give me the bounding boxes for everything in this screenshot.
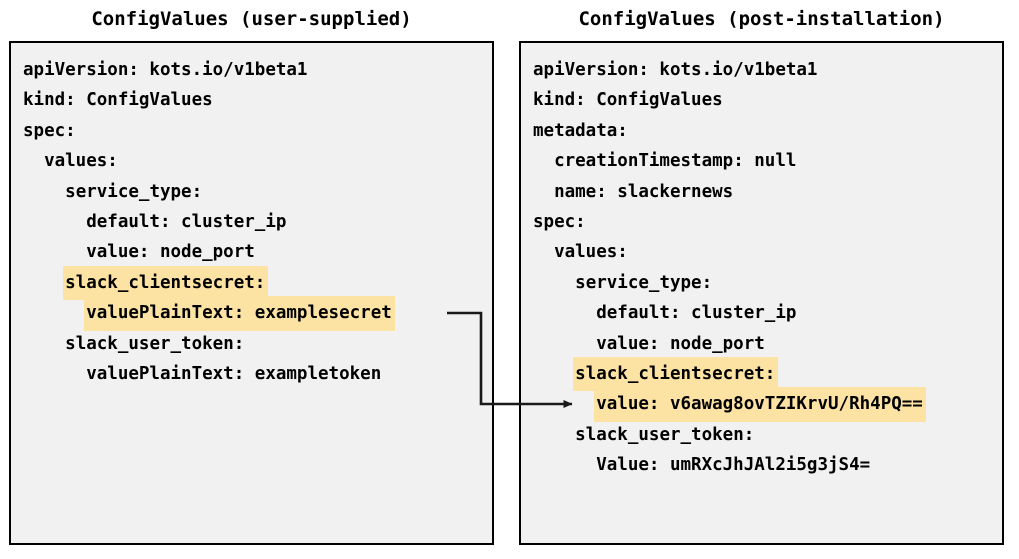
code-indent xyxy=(21,235,89,269)
code-indent xyxy=(531,418,578,452)
code-line: valuePlainText: exampletoken xyxy=(11,357,492,387)
code-line: value: node_port xyxy=(521,327,1002,357)
code-indent xyxy=(21,266,68,300)
code-text: kind: ConfigValues xyxy=(23,90,213,111)
code-line: spec: xyxy=(11,114,492,144)
highlighted-code-text: slack_clientsecret: xyxy=(63,265,269,301)
code-text: apiVersion: kots.io/v1beta1 xyxy=(533,60,818,80)
code-text: values: xyxy=(554,242,628,263)
code-text: apiVersion: kots.io/v1beta1 xyxy=(23,60,308,80)
code-line: default: cluster_ip xyxy=(11,205,492,235)
code-text: service_type: xyxy=(65,181,203,202)
left-panel-title: ConfigValues (user-supplied) xyxy=(91,8,412,30)
left-config-values-panel: apiVersion: kots.io/v1beta1 kind: ConfigV… xyxy=(9,41,494,545)
code-text: slack_user_token: xyxy=(65,333,245,354)
code-indent xyxy=(21,327,68,361)
code-indent xyxy=(21,296,89,330)
code-text: spec: xyxy=(23,120,76,141)
code-text: values: xyxy=(44,151,118,172)
code-indent xyxy=(21,205,89,239)
code-line: kind: ConfigValues xyxy=(521,83,1002,113)
code-line: service_type: xyxy=(11,175,492,205)
code-text: kind: ConfigValues xyxy=(533,90,723,111)
code-line: slack_clientsecret: xyxy=(11,265,492,301)
code-line: name: slackernews xyxy=(521,175,1002,205)
code-indent xyxy=(531,266,578,300)
highlighted-code-text: slack_clientsecret: xyxy=(573,356,779,392)
code-text: value: node_port xyxy=(86,242,255,263)
code-text: creationTimestamp: null xyxy=(554,151,797,172)
code-text: default: cluster_ip xyxy=(86,211,287,232)
code-text: Value: umRXcJhJAl2i5g3jS4= xyxy=(596,455,871,476)
code-indent xyxy=(531,448,599,482)
code-text: metadata: xyxy=(533,120,628,141)
left-code-block: apiVersion: kots.io/v1beta1 kind: ConfigV… xyxy=(11,53,492,387)
code-indent xyxy=(21,357,89,391)
code-line: value: node_port xyxy=(11,235,492,265)
code-line: metadata: xyxy=(521,114,1002,144)
highlighted-code-text: valuePlainText: examplesecret xyxy=(84,296,395,331)
code-indent xyxy=(21,175,68,209)
code-line: apiVersion: kots.io/v1beta1 xyxy=(521,53,1002,83)
code-text: slack_user_token: xyxy=(575,424,755,445)
code-line: valuePlainText: examplesecret xyxy=(11,296,492,331)
code-line: Value: umRXcJhJAl2i5g3jS4= xyxy=(521,448,1002,478)
code-text: valuePlainText: exampletoken xyxy=(86,363,382,384)
right-config-values-panel: apiVersion: kots.io/v1beta1 kind: ConfigV… xyxy=(519,41,1004,545)
right-code-block: apiVersion: kots.io/v1beta1 kind: ConfigV… xyxy=(521,53,1002,478)
code-line: slack_user_token: xyxy=(521,418,1002,448)
code-indent xyxy=(531,296,599,330)
code-indent xyxy=(531,327,599,361)
code-text: service_type: xyxy=(575,272,713,293)
code-text: name: slackernews xyxy=(554,181,734,202)
code-text: value: node_port xyxy=(596,333,765,354)
code-line: values: xyxy=(11,144,492,174)
code-line: value: v6awag8ovTZIKrvU/Rh4PQ== xyxy=(521,387,1002,422)
code-line: slack_user_token: xyxy=(11,327,492,357)
highlighted-code-text: value: v6awag8ovTZIKrvU/Rh4PQ== xyxy=(594,387,926,422)
code-line: slack_clientsecret: xyxy=(521,356,1002,392)
code-indent xyxy=(531,357,578,391)
code-line: apiVersion: kots.io/v1beta1 xyxy=(11,53,492,83)
code-line: spec: xyxy=(521,205,1002,235)
code-line: service_type: xyxy=(521,266,1002,296)
code-line: kind: ConfigValues xyxy=(11,83,492,113)
code-line: creationTimestamp: null xyxy=(521,144,1002,174)
code-line: values: xyxy=(521,235,1002,265)
code-indent xyxy=(531,387,599,421)
code-text: default: cluster_ip xyxy=(596,303,797,324)
code-text: spec: xyxy=(533,211,586,232)
code-line: default: cluster_ip xyxy=(521,296,1002,326)
right-panel-title: ConfigValues (post-installation) xyxy=(578,8,945,30)
